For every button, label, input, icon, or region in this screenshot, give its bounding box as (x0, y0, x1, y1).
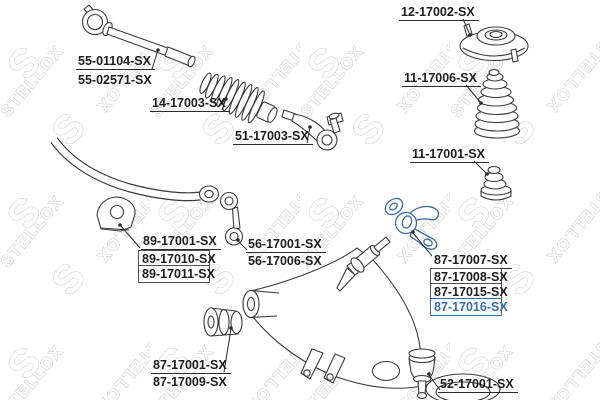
inner-tie-rod-drawing[interactable] (81, 4, 197, 68)
callout-front-bushing-1[interactable]: 87-17001-SX (151, 358, 231, 374)
callout-rear-bushing-3[interactable]: 87-17015-SX (430, 283, 508, 301)
callout-inner-tie-rod-1[interactable]: 55-01104-SX (76, 54, 155, 70)
ball-joint-drawing[interactable] (408, 348, 436, 400)
callout-ball-joint[interactable]: 52-17001-SX (438, 377, 518, 393)
strut-dust-boot-drawing[interactable] (473, 68, 521, 139)
callout-stab-bushing-1[interactable]: 89-17001-SX (141, 234, 221, 250)
callout-stab-link-1[interactable]: 56-17001-SX (246, 237, 326, 253)
control-arm-front-bushing-drawing[interactable] (203, 307, 243, 337)
control-arm-rear-bushing-bracket-highlighted[interactable] (382, 195, 440, 250)
callout-stab-bushing-3[interactable]: 89-17011-SX (138, 265, 215, 283)
stabilizer-bushing-drawing[interactable] (96, 196, 136, 232)
callout-rear-bushing-1[interactable]: 87-17007-SX (432, 253, 512, 269)
bump-stop-drawing[interactable] (480, 165, 512, 201)
callout-stab-link-2[interactable]: 56-17006-SX (248, 254, 322, 268)
stabilizer-link-drawing[interactable] (219, 191, 244, 246)
strut-mount-drawing[interactable] (459, 23, 529, 63)
callout-inner-tie-rod-2[interactable]: 55-02571-SX (78, 73, 152, 87)
callout-strut-dust-boot[interactable]: 11-17006-SX (402, 71, 481, 87)
callout-steering-boot[interactable]: 14-17003-SX (150, 96, 230, 112)
callout-front-bushing-2[interactable]: 87-17009-SX (153, 375, 227, 389)
steering-boot-drawing[interactable] (195, 65, 284, 132)
callout-rear-bushing-4-selected[interactable]: 87-17016-SX (430, 298, 508, 316)
callout-strut-mount[interactable]: 12-17002-SX (399, 5, 479, 21)
callout-bump-stop[interactable]: 11-17001-SX (410, 147, 489, 163)
callout-tie-rod-end[interactable]: 51-17003-SX (233, 129, 313, 145)
control-arm-drawing[interactable] (242, 236, 501, 400)
leader-lines (118, 18, 489, 391)
stabilizer-bar-drawing[interactable] (50, 137, 220, 203)
